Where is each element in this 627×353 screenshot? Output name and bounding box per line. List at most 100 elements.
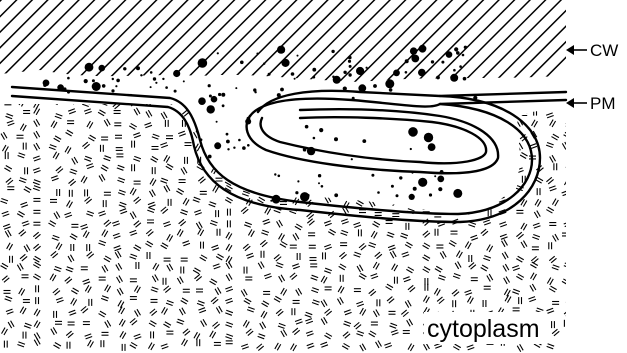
cytoplasm-mark [225,334,233,339]
cytoplasm-mark [373,182,380,185]
cytoplasm-mark [130,342,137,348]
wall-particle [233,147,235,149]
wall-particle [173,70,180,77]
cytoplasm-mark [406,191,413,194]
cytoplasm-mark [115,135,122,138]
cytoplasm-mark [389,311,396,314]
cytoplasm-mark [33,156,41,161]
cytoplasm-mark [504,289,510,296]
cytoplasm-mark [340,275,343,282]
cytoplasm-mark [116,263,122,270]
cytoplasm-mark [274,254,281,261]
cytoplasm-mark [546,142,554,147]
cytoplasm-mark [501,124,508,127]
cytoplasm-mark [17,211,24,217]
cytoplasm-mark [309,245,316,248]
cytoplasm-mark [549,242,552,249]
cytoplasm-mark [276,263,284,268]
cytoplasm-mark [278,187,285,193]
cytoplasm-mark [356,200,363,206]
cytoplasm-mark [532,234,540,239]
cytoplasm-mark [25,167,28,174]
cytoplasm-mark [85,285,91,292]
cytoplasm-mark [567,251,573,258]
cytoplasm-mark [260,240,267,247]
cytoplasm-mark [161,344,169,349]
cytoplasm-mark [136,262,139,269]
cytoplasm-mark [391,199,398,206]
cytoplasm-mark [435,190,443,195]
cytoplasm-mark [194,210,202,215]
cytoplasm-mark [274,165,280,172]
wall-particle [399,176,402,179]
cytoplasm-mark [307,219,314,226]
cytoplasm-mark [423,209,430,212]
cytoplasm-mark [278,323,286,328]
cytoplasm-mark [118,190,126,195]
cytoplasm-mark [547,344,555,349]
cytoplasm-mark [338,145,346,150]
cytoplasm-mark [83,231,89,238]
cytoplasm-mark [225,121,233,126]
cytoplasm-mark [33,186,41,191]
wall-particle [281,59,289,67]
cytoplasm-mark [55,321,62,324]
cytoplasm-mark [321,276,327,283]
cytoplasm-mark [403,331,410,334]
cytoplasm-mark [465,290,473,295]
cytoplasm-mark [33,232,40,239]
cytoplasm-mark [182,339,188,346]
wall-particle [270,200,272,202]
cytoplasm-mark [292,308,295,315]
cytoplasm-mark [177,277,183,284]
cytoplasm-mark [179,180,186,183]
cytoplasm-mark [4,102,11,105]
wall-particle [312,68,316,72]
cytoplasm-mark [244,222,252,227]
cytoplasm-mark [386,284,393,290]
wall-particle [453,69,456,72]
cytoplasm-mark [161,207,168,214]
cytoplasm-mark [406,223,409,230]
cytoplasm-mark [405,198,408,205]
cytoplasm-mark [553,234,559,241]
cytoplasm-mark [198,177,205,184]
cytoplasm-mark [360,344,366,351]
cytoplasm-mark [423,231,430,238]
wall-particle [356,67,364,75]
cytoplasm-mark [276,309,283,316]
cytoplasm-mark [193,197,201,202]
cytoplasm-mark [312,300,320,305]
wall-particle [332,76,335,79]
wall-particle [198,58,208,68]
cytoplasm-mark [147,252,150,259]
cytoplasm-mark [464,153,471,160]
wall-particle [419,45,427,53]
cytoplasm-mark [257,134,264,137]
cytoplasm-mark [68,109,76,114]
cytoplasm-mark [129,123,136,129]
cytoplasm-mark [151,331,154,338]
cytoplasm-mark [210,331,216,338]
cytoplasm-mark [69,190,72,197]
cytoplasm-mark [372,133,380,138]
cytoplasm-mark [488,209,491,216]
cytoplasm-mark [130,230,138,235]
wall-particle [136,66,140,70]
cytoplasm-mark [33,210,40,213]
cytoplasm-mark [103,200,106,207]
wall-particle [411,55,419,63]
cytoplasm-mark [5,296,13,301]
cytoplasm-mark [165,120,168,127]
cytoplasm-mark [147,207,155,212]
wall-particle [313,137,316,140]
cytoplasm-mark [134,245,141,251]
cytoplasm-mark [181,267,184,274]
cytoplasm-mark [552,199,558,206]
wall-particle [268,73,271,76]
cytoplasm-mark [310,101,313,108]
cytoplasm-mark [359,243,366,250]
cytoplasm-mark [130,211,136,218]
wall-particle [410,47,417,54]
cytoplasm-mark [497,178,505,183]
